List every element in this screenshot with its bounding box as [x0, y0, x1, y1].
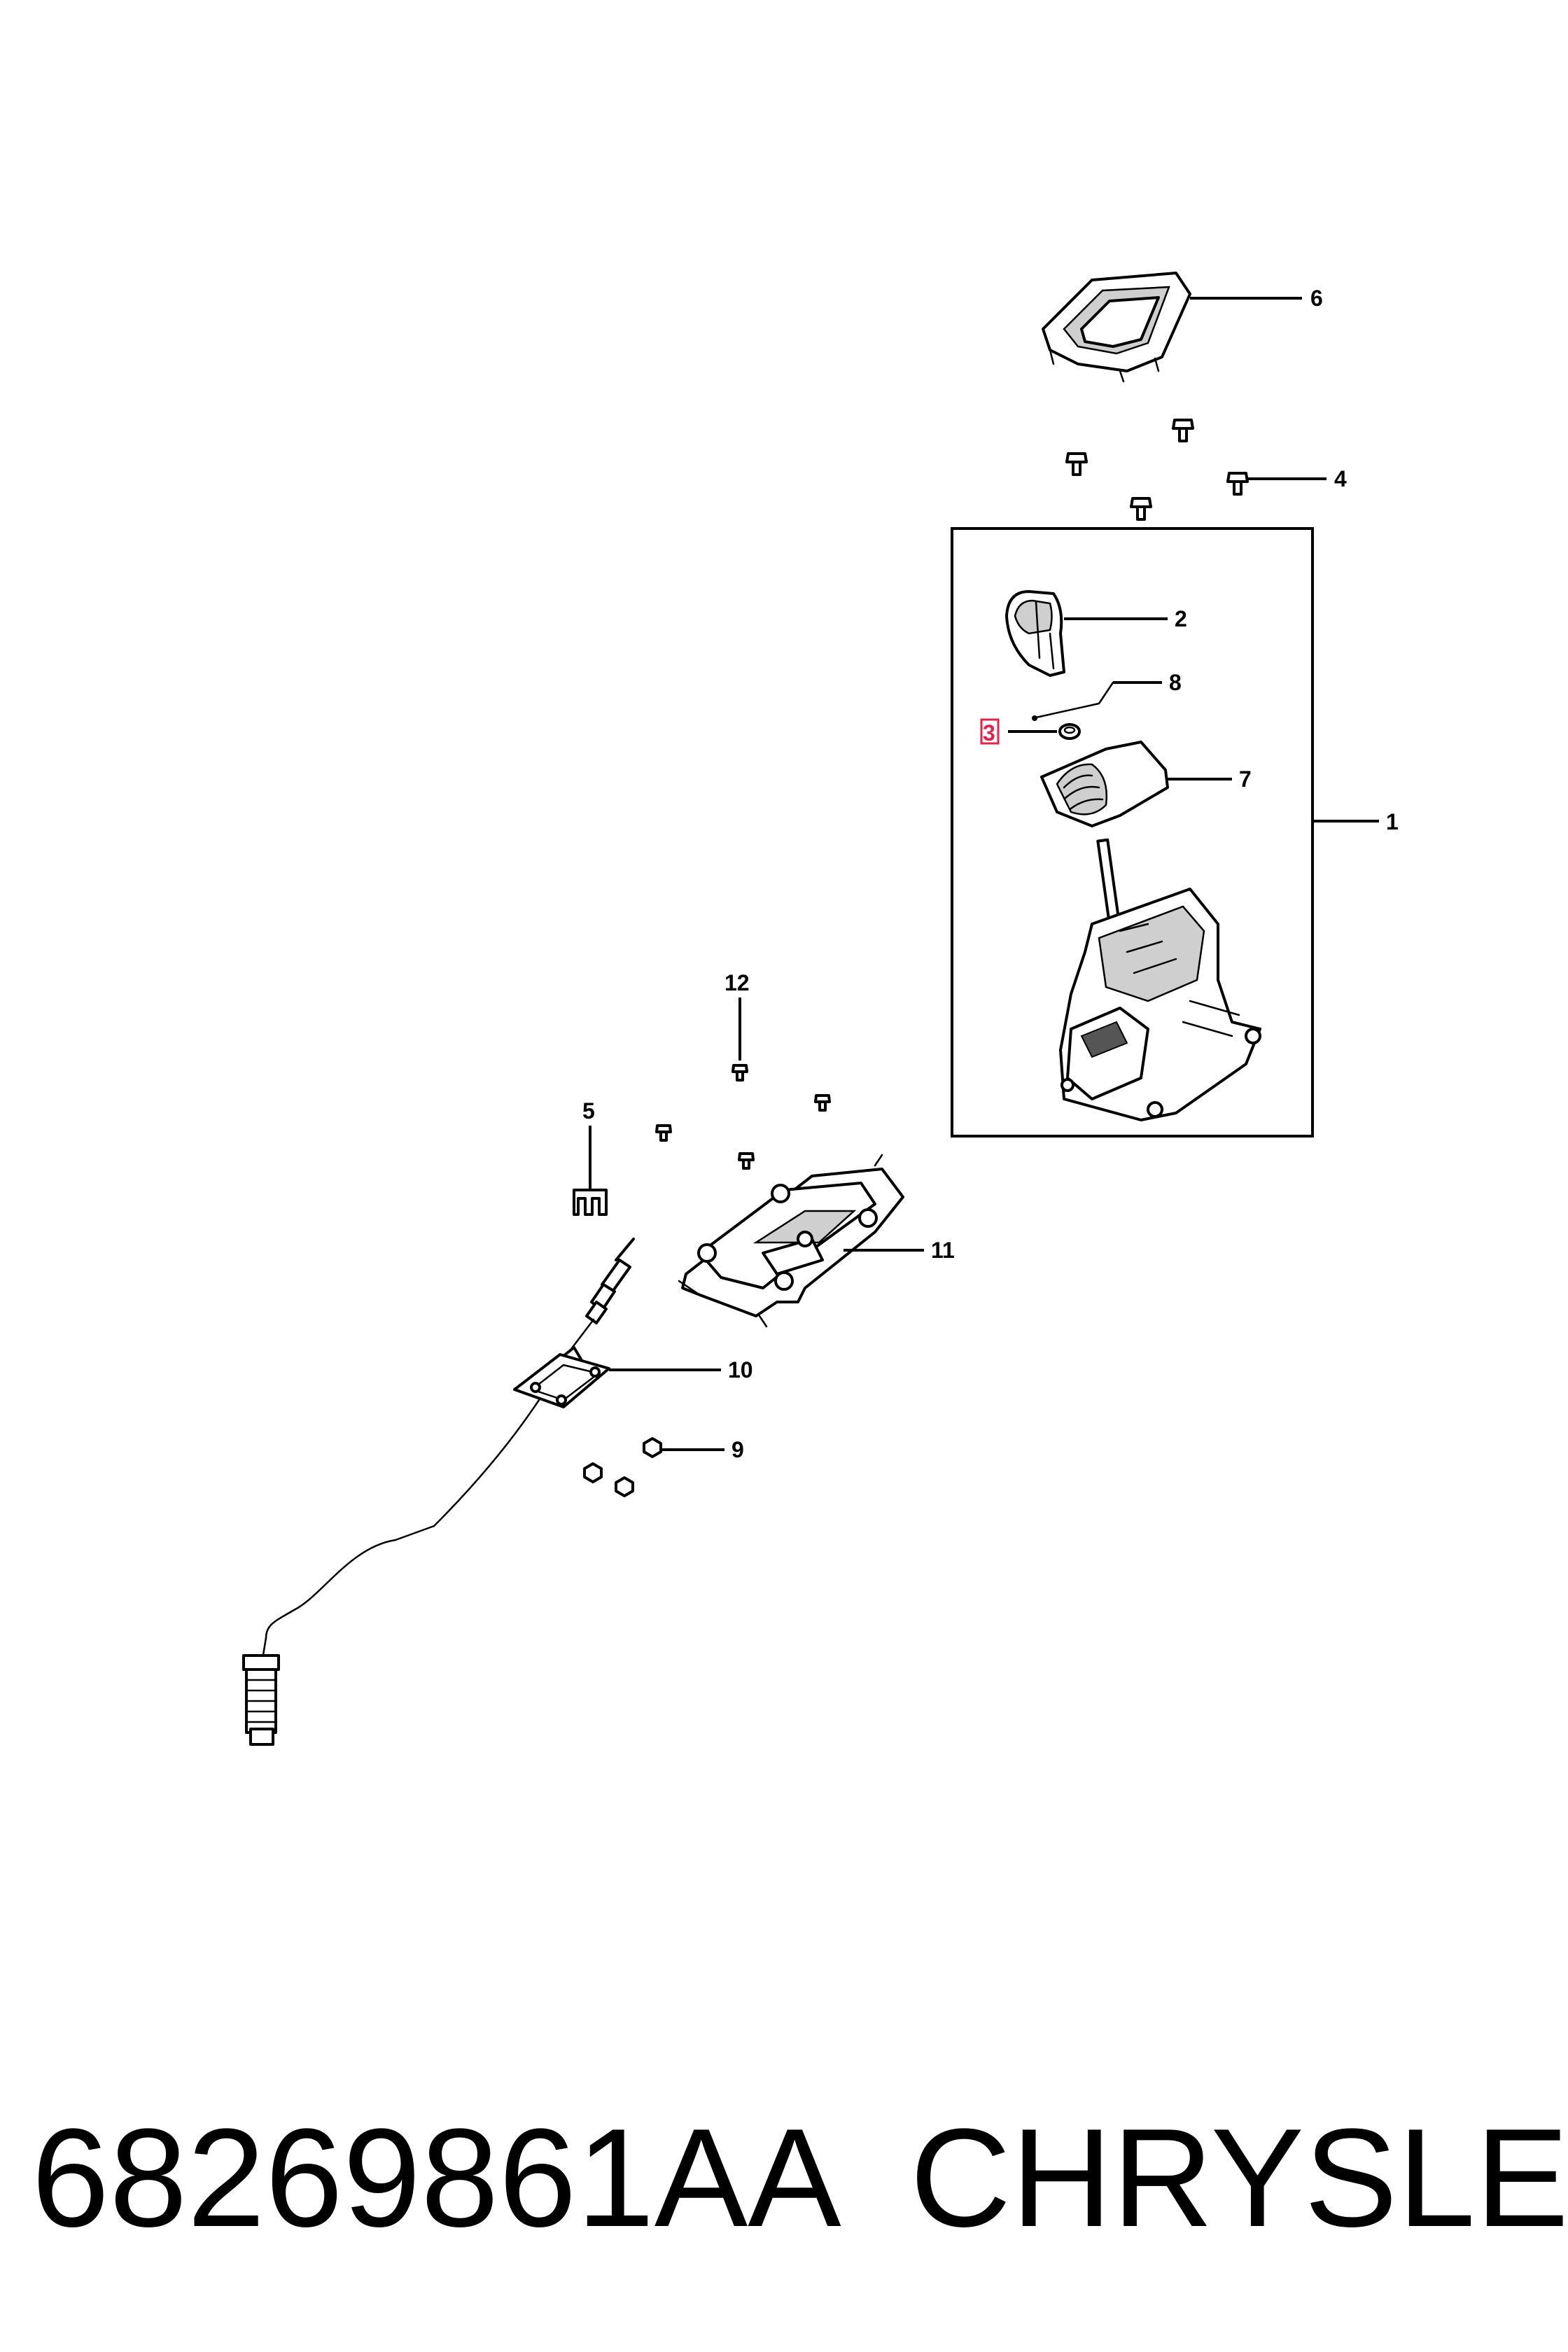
callout-2: 2 — [1175, 606, 1187, 631]
part-11-bracket — [678, 1154, 904, 1328]
callout-6: 6 — [1310, 286, 1323, 311]
callout-8: 8 — [1169, 670, 1182, 695]
callout-7: 7 — [1239, 766, 1252, 792]
part-number-text: 68269861AA — [31, 2100, 841, 2256]
callout-1: 1 — [1386, 809, 1399, 834]
part-9-nuts — [583, 1437, 662, 1497]
assembly-box-1 — [951, 527, 1314, 1138]
part-5-clip — [573, 1189, 608, 1216]
part-2-shift-knob — [1005, 590, 1065, 677]
part-7-shift-boot — [1040, 741, 1169, 827]
brand-text: CHRYSLER — [910, 2100, 1568, 2256]
shifter-mechanism — [1059, 838, 1261, 1121]
part-10-shift-cable — [242, 1238, 635, 1746]
callout-3-highlight — [980, 718, 1000, 745]
callout-4: 4 — [1334, 466, 1347, 491]
part-6-shifter-bezel — [1042, 272, 1191, 383]
callout-9: 9 — [732, 1437, 744, 1462]
callout-5: 5 — [582, 1098, 595, 1124]
part-3-clip — [1058, 723, 1081, 740]
part-8-wire — [1032, 681, 1114, 721]
callout-3: 3 — [983, 720, 995, 746]
part-12-screws — [655, 1064, 831, 1170]
callout-12: 12 — [724, 970, 750, 995]
part-4-screws — [1065, 419, 1249, 521]
callout-11: 11 — [931, 1238, 955, 1263]
callout-10: 10 — [728, 1357, 753, 1382]
